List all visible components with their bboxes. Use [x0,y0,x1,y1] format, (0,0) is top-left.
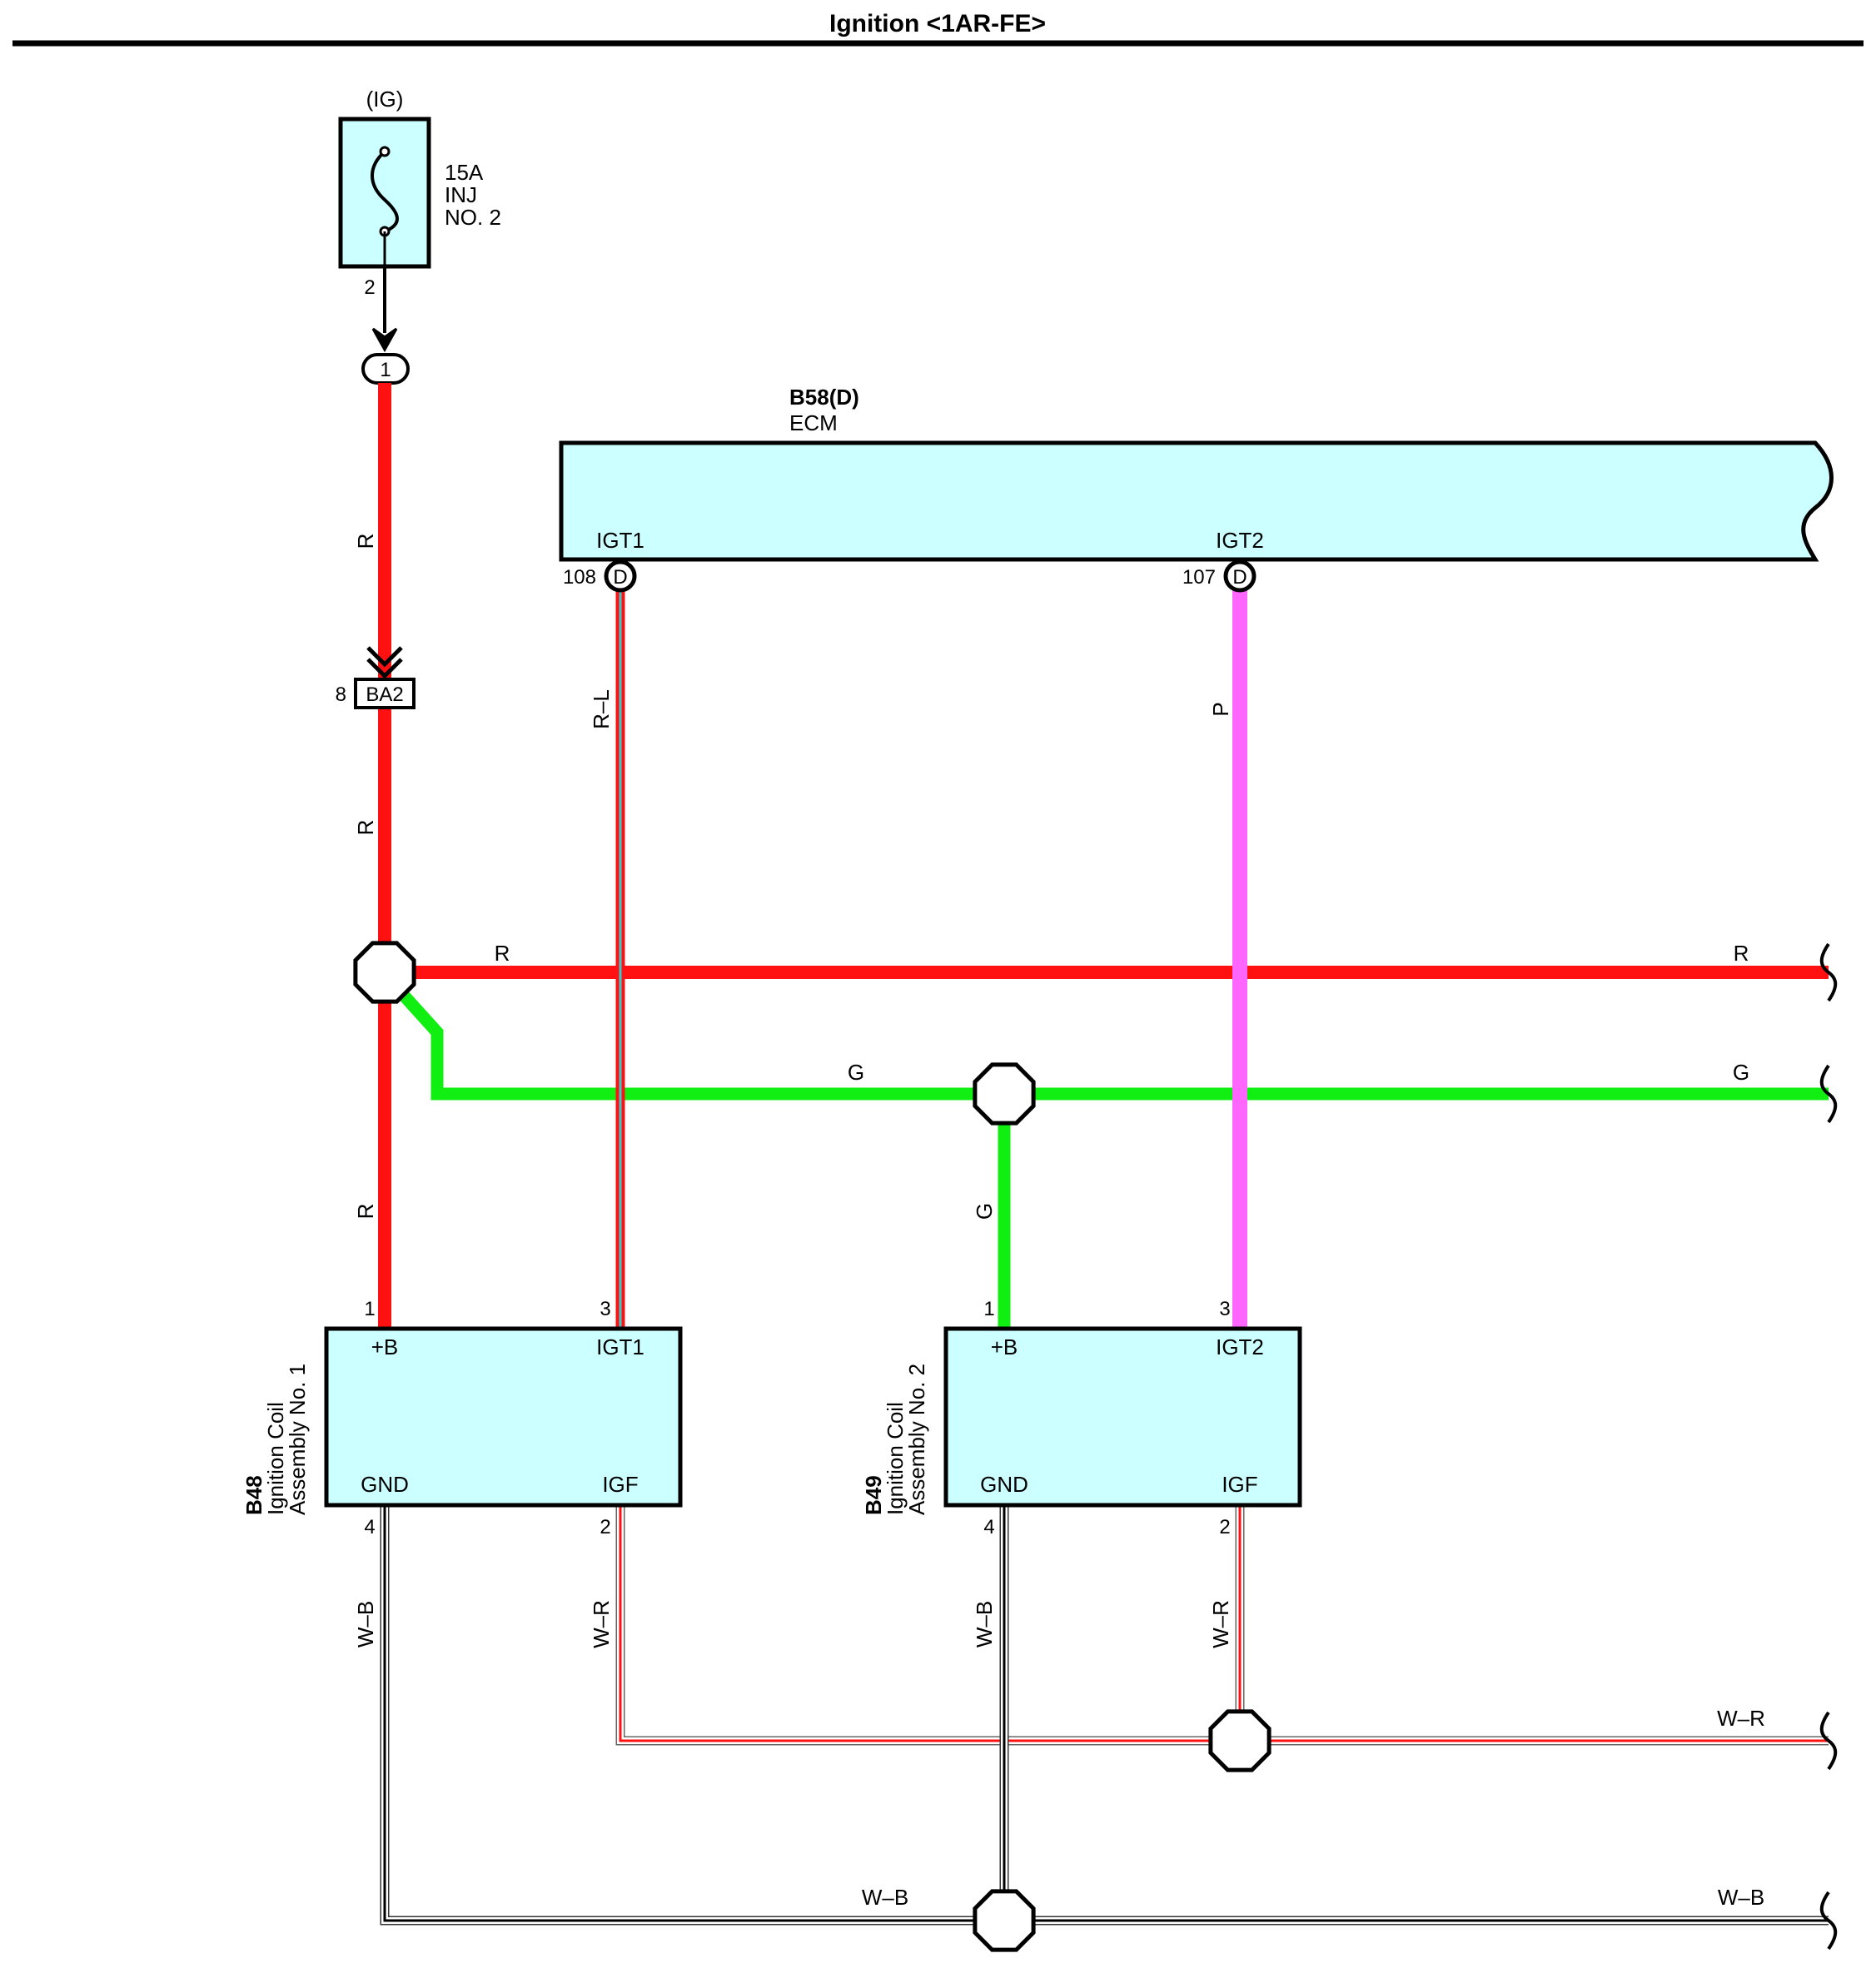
coil1-plus-b: +B [371,1334,399,1359]
splice-points [353,941,1271,1952]
wire-g-bus [393,984,1829,1101]
fuse-name-line2: NO. 2 [445,205,501,230]
wire-label-r: R [495,941,510,966]
wire-label-p: P [1208,702,1233,716]
fuse-header: (IG) [366,87,404,112]
fuse-name-line1: INJ [445,182,477,207]
fuse-pin: 2 [364,276,375,299]
coil2-name-line1: Ignition Coil [883,1402,908,1515]
coil2-pin-igf: 2 [1219,1516,1230,1538]
wire-label-wb: W–B [1718,1885,1764,1910]
wire-label-r: R [353,820,378,836]
coil1-pin-igt: 3 [600,1298,610,1320]
wire-label-r: R [353,1204,378,1220]
double-chevron-down-icon [366,646,403,679]
fuse-element-icon [371,150,399,233]
splice-point [1208,1709,1271,1772]
ecm-connector-igt2: D [1223,559,1256,593]
ignition-coil-1: +B IGT1 GND IGF 1 3 4 2 B48 Ignition Coi… [241,1298,683,1538]
coil1-gnd: GND [361,1472,409,1497]
coil1-name-line2: Assembly No. 1 [285,1364,310,1515]
coil2-pin-gnd: 4 [983,1516,994,1538]
wires [378,383,1829,1926]
continuation-marks [1819,942,1838,1951]
wire-label-wb: W–B [972,1601,997,1648]
wire-label-wr: W–R [1717,1706,1765,1731]
continuation-break-icon [1819,1711,1838,1771]
coil2-name-line2: Assembly No. 2 [904,1364,929,1515]
ecm-pin-igt1: 108 [563,566,596,589]
coil2-igt: IGT2 [1216,1334,1264,1359]
splice-point [973,1062,1036,1126]
splice-pin: 1 [380,359,391,381]
wire-label-g: G [1733,1060,1749,1085]
diagram-title: Ignition <1AR-FE> [829,10,1046,37]
junction-pin: 8 [336,683,346,706]
coil2-pin-plus-b: 1 [983,1298,994,1320]
coil1-name-line1: Ignition Coil [263,1402,288,1515]
fuse-rating: 15A [445,160,484,185]
coil2-gnd: GND [980,1472,1028,1497]
wire-wr-coil1-igf [615,1505,1829,1746]
ecm-pin-igt2: 107 [1182,566,1216,589]
ecm-igt2-label: IGT2 [1216,528,1264,553]
ecm-igt1-label: IGT1 [596,528,644,553]
arrow-down-icon [371,327,398,353]
wire-label-r: R [353,534,378,549]
coil1-code: B48 [241,1475,266,1515]
connector-letter: D [1232,566,1247,589]
continuation-break-icon [1819,1064,1838,1124]
coil1-pin-igf: 2 [600,1516,610,1538]
wire-label-wb: W–B [862,1885,908,1910]
wire-label-g: G [848,1060,864,1085]
fuse-inj-no2: (IG) 15A INJ NO. 2 2 [338,87,501,299]
wire-labels: R R R R R G G G R–L P W–B W–R W–B W–R W–… [353,534,1765,1910]
wire-label-wr: W–R [1208,1600,1233,1648]
wire-label-g: G [972,1203,997,1220]
ecm-name: ECM [789,410,838,435]
connector-letter: D [613,566,627,589]
ecm-code: B58(D) [789,385,859,410]
continuation-break-icon [1819,1891,1838,1951]
splice-point [973,1889,1036,1952]
splice-connector-1: 1 [361,353,410,385]
wire-label-wb: W–B [353,1601,378,1648]
coil1-pin-gnd: 4 [364,1516,375,1538]
coil2-igf: IGF [1222,1472,1257,1497]
coil2-code: B49 [861,1475,886,1515]
wire-label-rl: R–L [589,689,614,729]
wire-label-r: R [1734,941,1749,966]
wire-label-wr: W–R [589,1600,614,1648]
junction-code: BA2 [366,683,403,706]
splice-point [353,941,416,1004]
ecm: B58(D) ECM IGT1 IGT2 108 107 [559,385,1834,589]
junction-ba2: BA2 8 [336,646,416,709]
ignition-coil-2: +B IGT2 GND IGF 1 3 4 2 B49 Ignition Coi… [861,1298,1302,1538]
coil2-plus-b: +B [991,1334,1018,1359]
coil1-igf: IGF [602,1472,638,1497]
coil1-igt: IGT1 [596,1334,644,1359]
coil2-pin-igt: 3 [1219,1298,1230,1320]
wire-wb-coil1-gnd [380,1505,1829,1926]
continuation-break-icon [1819,942,1838,1002]
coil1-pin-plus-b: 1 [364,1298,375,1320]
ecm-connector-igt1: D [604,559,637,593]
